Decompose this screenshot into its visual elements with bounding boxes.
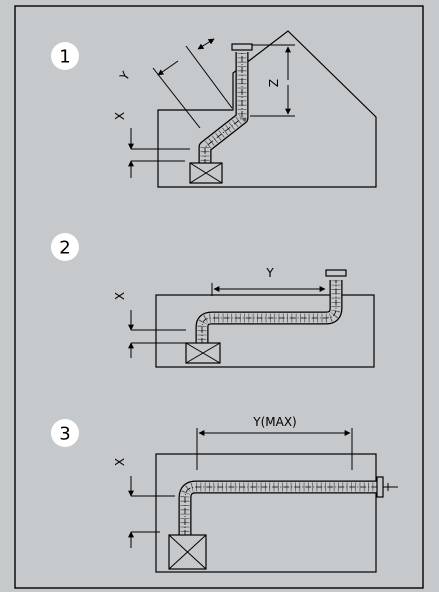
- outer-frame: [14, 5, 424, 589]
- y-dimension-3: Y(MAX): [196, 415, 353, 470]
- room-outline-3: [155, 453, 377, 573]
- panel-number-1: 1: [59, 47, 70, 68]
- appliance-box-1: [189, 162, 223, 184]
- appliance-box-3: [168, 534, 207, 570]
- x-label-3: X: [113, 458, 127, 466]
- x-label-1: X: [113, 112, 127, 120]
- panel-number-3: 3: [59, 424, 70, 445]
- x-dimension-2: X: [113, 292, 186, 358]
- panel-1: 1 X: [51, 30, 377, 188]
- vent-pipe-2: [195, 269, 347, 344]
- x-dimension-3: X: [113, 458, 175, 548]
- z-label-1: Z: [267, 79, 281, 87]
- panel-number-badge-3: [51, 419, 79, 447]
- appliance-box-2: [185, 342, 221, 364]
- y-dimension-1: Y: [117, 38, 233, 129]
- x-label-2: X: [113, 292, 127, 300]
- y-dimension-2: Y: [211, 266, 326, 296]
- y-label-1: Y: [117, 68, 134, 83]
- room-outline-2: [155, 294, 375, 368]
- panel-3: 3 X: [51, 415, 398, 573]
- vent-pipe-1: [198, 43, 253, 165]
- z-dimension-1: Z: [250, 44, 295, 117]
- panel-number-badge-2: [51, 233, 79, 261]
- y-label-3: Y(MAX): [252, 415, 296, 429]
- vent-pipe-3: [178, 476, 398, 536]
- house-outline: [157, 30, 377, 188]
- panel-number-badge-1: [51, 42, 79, 70]
- panel-2: 2 X Y: [51, 233, 375, 368]
- x-dimension-1: X: [113, 112, 190, 178]
- panel-number-2: 2: [59, 238, 70, 259]
- y-label-2: Y: [265, 266, 274, 280]
